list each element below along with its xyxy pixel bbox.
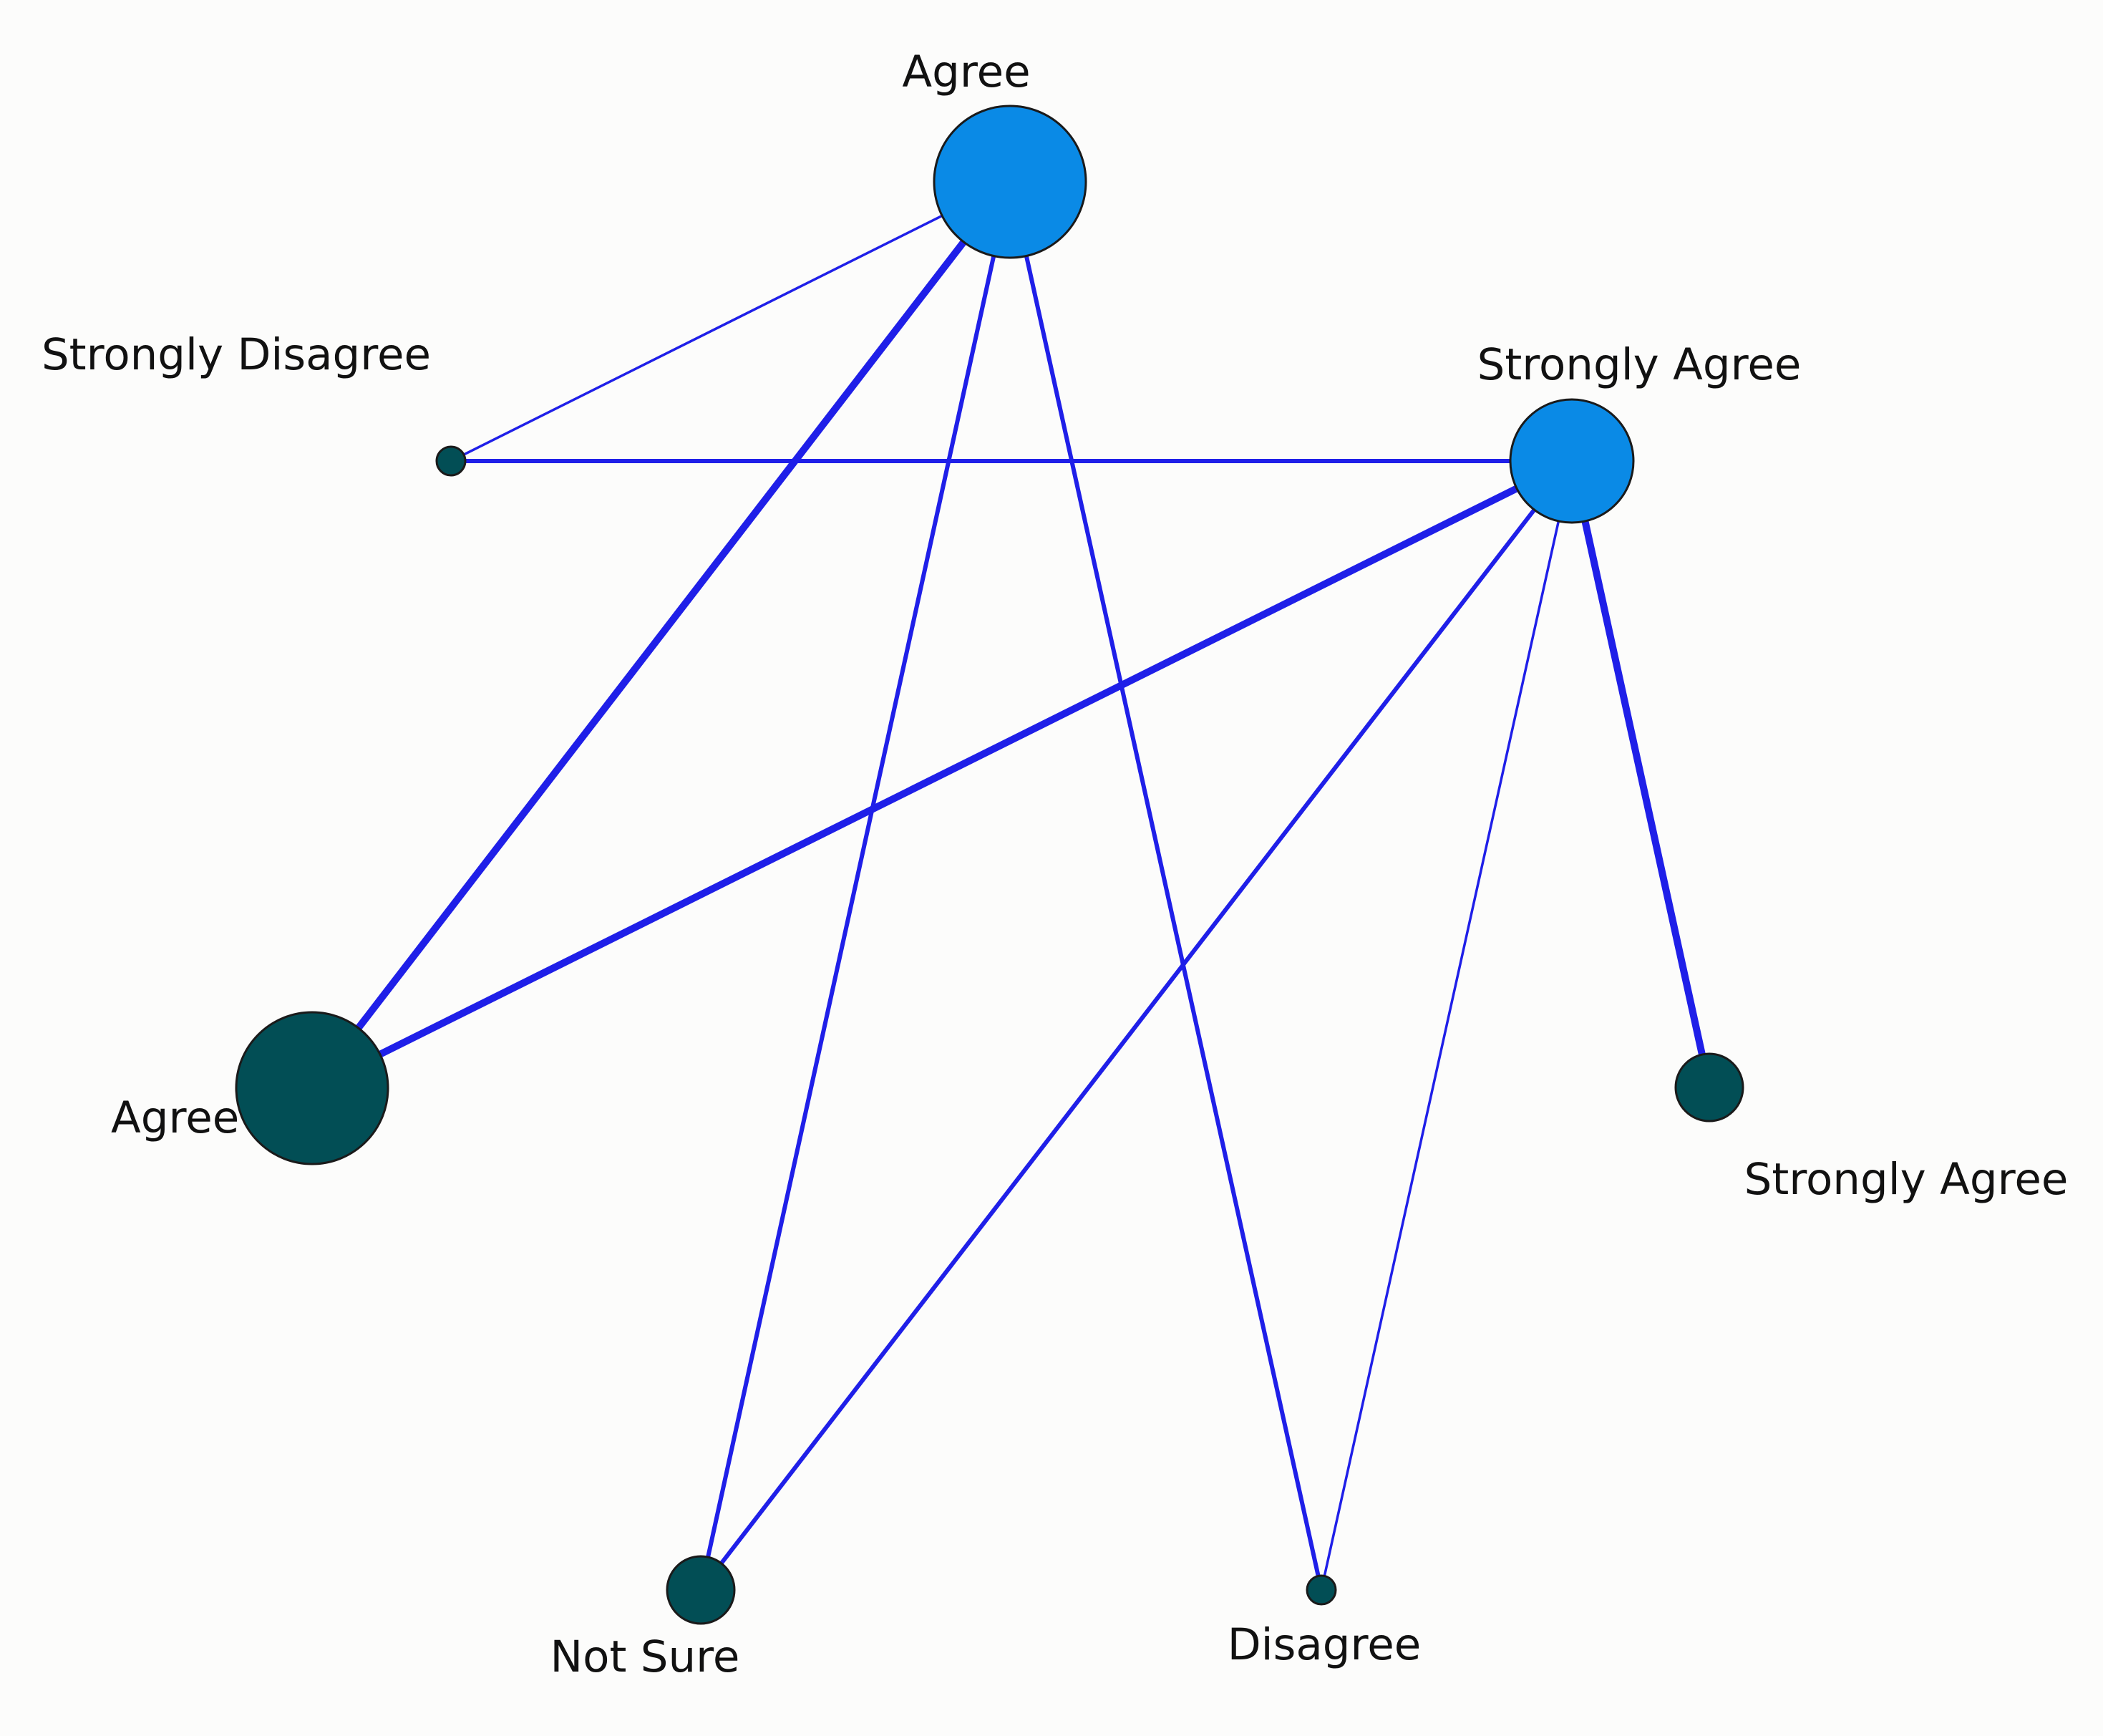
edge-top-agree-to-bottom-strongly-disagree bbox=[450, 180, 1011, 462]
node-label-top-agree: Agree bbox=[902, 47, 1030, 97]
edge-top-strongly-agree-to-bottom-disagree bbox=[1320, 460, 1573, 1591]
edge-top-agree-to-bottom-agree bbox=[309, 178, 1014, 1092]
node-top-agree[interactable] bbox=[933, 105, 1087, 259]
node-label-bottom-not-sure: Not Sure bbox=[550, 1631, 740, 1682]
node-label-bottom-strongly-agree: Strongly Agree bbox=[1744, 1154, 2069, 1205]
edge-top-agree-to-bottom-disagree bbox=[1008, 180, 1324, 1592]
node-bottom-agree[interactable] bbox=[235, 1011, 389, 1165]
node-label-bottom-strongly-disagree: Strongly Disagree bbox=[42, 329, 431, 380]
node-top-strongly-agree[interactable] bbox=[1509, 398, 1635, 524]
node-bottom-disagree[interactable] bbox=[1306, 1574, 1337, 1606]
node-label-top-strongly-agree: Strongly Agree bbox=[1477, 339, 1802, 390]
node-bottom-strongly-agree[interactable] bbox=[1674, 1052, 1744, 1122]
node-bottom-strongly-disagree[interactable] bbox=[435, 445, 467, 477]
edge-top-strongly-agree-to-bottom-not-sure bbox=[699, 459, 1574, 1592]
edge-top-strongly-agree-to-bottom-agree bbox=[309, 457, 1575, 1092]
edge-top-agree-to-bottom-not-sure bbox=[699, 180, 1012, 1592]
node-label-bottom-agree: Agree bbox=[111, 1092, 239, 1143]
node-label-bottom-disagree: Disagree bbox=[1228, 1619, 1422, 1670]
node-bottom-not-sure[interactable] bbox=[666, 1555, 736, 1625]
edge-top-strongly-agree-to-bottom-strongly-agree bbox=[1568, 457, 1713, 1091]
nodes-layer bbox=[235, 105, 1744, 1625]
edges-layer bbox=[309, 178, 1713, 1592]
